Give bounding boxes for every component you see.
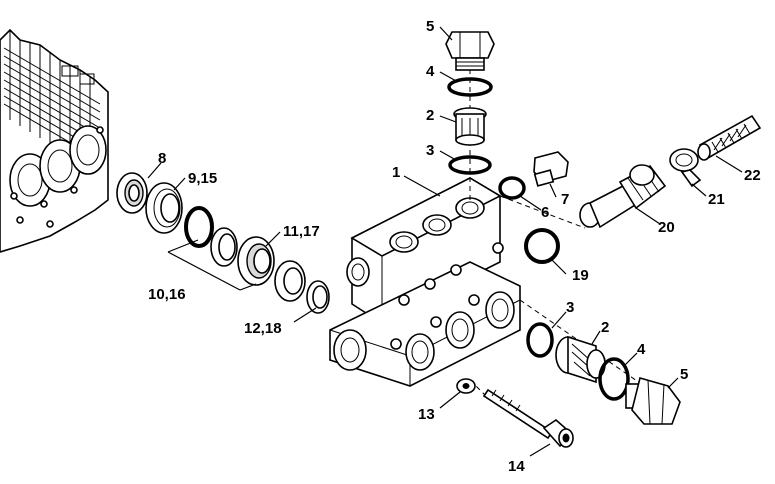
- label-4-top: 4: [426, 63, 435, 80]
- label-6: 6: [541, 204, 549, 221]
- leader-lines: [147, 26, 743, 457]
- plug-5-bottom: [625, 377, 681, 425]
- seal-ring-11-17: [237, 236, 275, 286]
- washer-13: [456, 378, 476, 394]
- label-14: 14: [508, 458, 525, 475]
- label-21: 21: [708, 191, 725, 208]
- part-labels: 1 5 4 2 3 8 9,15 11,17 10,16 12,18 6 7 1…: [148, 18, 761, 475]
- valve-2-bottom: [555, 335, 606, 384]
- o-ring-3-bottom: [526, 322, 554, 358]
- seal-ring-9-15: [145, 182, 183, 234]
- label-13: 13: [418, 406, 435, 423]
- seal-ring-8: [116, 172, 148, 214]
- label-3-bottom: 3: [566, 299, 574, 316]
- label-7: 7: [561, 191, 569, 208]
- label-19: 19: [572, 267, 589, 284]
- bracket-10-16: [167, 239, 257, 291]
- bolt-14: [482, 388, 574, 448]
- seal-ring-12-18-a: [274, 260, 306, 302]
- plug-7: [533, 151, 569, 187]
- label-9-15: 9,15: [188, 170, 217, 187]
- valve-2-top: [453, 107, 487, 146]
- o-ring-4-top: [447, 77, 493, 97]
- clamp-21: [669, 148, 702, 188]
- plug-5-top: [445, 31, 495, 71]
- label-20: 20: [658, 219, 675, 236]
- o-ring-19: [524, 228, 560, 264]
- label-1: 1: [392, 164, 400, 181]
- label-3-top: 3: [426, 142, 434, 159]
- label-22: 22: [744, 167, 761, 184]
- valve-stem-20: [579, 164, 667, 229]
- o-ring-3-top: [448, 155, 492, 175]
- label-5-bottom: 5: [680, 366, 688, 383]
- seal-ring-12-18-b: [306, 280, 330, 314]
- ring-10-16-second: [210, 227, 238, 267]
- label-2-bottom: 2: [601, 319, 609, 336]
- o-ring-4-bottom: [598, 357, 630, 401]
- label-5-top: 5: [426, 18, 434, 35]
- label-4-bottom: 4: [637, 341, 646, 358]
- washer-6: [498, 176, 526, 200]
- manifold-body: [329, 177, 521, 387]
- o-ring-10-16: [184, 206, 214, 248]
- label-10-16: 10,16: [148, 286, 186, 303]
- label-2-top: 2: [426, 107, 434, 124]
- label-12-18: 12,18: [244, 320, 282, 337]
- crankcase-housing: [0, 28, 109, 253]
- label-11-17: 11,17: [283, 223, 320, 240]
- spring-22: [697, 114, 762, 161]
- label-8: 8: [158, 150, 166, 167]
